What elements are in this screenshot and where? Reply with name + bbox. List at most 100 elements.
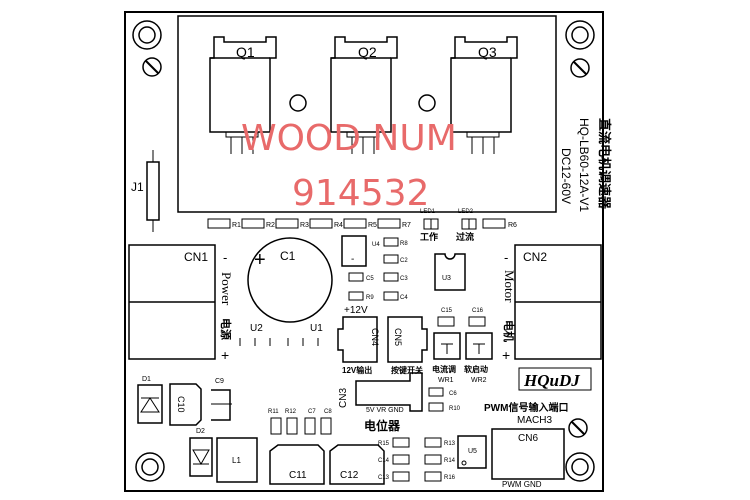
passives-u4: R8 C2 C5 C3 R9 C4 bbox=[348, 237, 408, 301]
regulator-u2: U2 bbox=[239, 323, 271, 346]
heatsink-area bbox=[177, 15, 557, 213]
screw-icon-right bbox=[570, 58, 590, 78]
watermark-line1: WOOD NUM bbox=[241, 118, 457, 159]
label-r4: R4 bbox=[334, 222, 343, 229]
board-outline bbox=[124, 11, 604, 492]
svg-text:R16: R16 bbox=[444, 475, 456, 481]
svg-text:R13: R13 bbox=[444, 441, 456, 447]
svg-text:CN2: CN2 bbox=[523, 250, 547, 264]
mounting-hole-br bbox=[565, 452, 595, 482]
motor-label: Motor bbox=[502, 270, 517, 303]
svg-text:C7: C7 bbox=[308, 409, 316, 415]
svg-text:C14: C14 bbox=[378, 458, 390, 464]
svg-text:R11: R11 bbox=[268, 409, 279, 415]
motor-label-cn: 电机 bbox=[502, 320, 516, 342]
wr2-label-cn: 软启动 bbox=[464, 364, 488, 374]
screw-icon-bottom bbox=[568, 418, 588, 438]
resistor-row-top: R1 R2 R3 R4 R5 R7 R6 bbox=[207, 218, 517, 229]
svg-text:C6: C6 bbox=[449, 391, 457, 397]
regulator-u1: U1 bbox=[287, 323, 323, 346]
diode-d1: D1 bbox=[137, 376, 163, 424]
diode-d2: D2 bbox=[189, 428, 213, 477]
passives-r15-c13: R15 C14 C13 bbox=[378, 437, 410, 482]
svg-text:U3: U3 bbox=[442, 275, 451, 282]
watermark-line2: 914532 bbox=[292, 173, 429, 214]
svg-text:R9: R9 bbox=[366, 295, 374, 301]
label-r5: R5 bbox=[368, 222, 377, 229]
transistor-q1: Q1 bbox=[209, 36, 277, 154]
svg-text:C16: C16 bbox=[472, 308, 484, 314]
label-q3: Q3 bbox=[478, 44, 497, 60]
svg-text:C13: C13 bbox=[378, 475, 390, 481]
capacitor-c11: C11 bbox=[269, 444, 325, 485]
capacitor-c9: C9 bbox=[211, 378, 232, 421]
connector-cn6: CN6 PWM GND bbox=[491, 428, 565, 489]
svg-text:C12: C12 bbox=[340, 470, 359, 481]
passives-c15-c16: C15 C16 bbox=[437, 308, 486, 327]
svg-text:C5: C5 bbox=[366, 276, 374, 282]
svg-text:R10: R10 bbox=[449, 406, 461, 412]
svg-text:-: - bbox=[351, 254, 354, 265]
svg-text:L1: L1 bbox=[232, 456, 241, 465]
transistor-q3: Q3 bbox=[450, 36, 518, 154]
svg-text:C10: C10 bbox=[176, 396, 186, 413]
passives-c6-r10: C6 R10 bbox=[428, 387, 461, 412]
transistor-q2: Q2 bbox=[330, 36, 398, 154]
label-q2: Q2 bbox=[358, 44, 377, 60]
led2-label-cn: 过流 bbox=[456, 231, 474, 242]
svg-text:U5: U5 bbox=[468, 448, 477, 455]
heatsink-hole-2 bbox=[418, 94, 436, 112]
svg-text:CN3: CN3 bbox=[338, 388, 349, 408]
capacitor-c10: C10 bbox=[169, 383, 202, 426]
trimmer-wr2: 软启动 WR2 bbox=[464, 332, 493, 384]
label-r6: R6 bbox=[508, 222, 517, 229]
svg-text:+: + bbox=[221, 347, 229, 363]
board-model-number: HQ-LB60-12A-V1 bbox=[577, 118, 591, 212]
board-voltage-range: DC12-60V bbox=[559, 148, 573, 204]
label-r1: R1 bbox=[232, 222, 241, 229]
svg-text:C2: C2 bbox=[400, 258, 408, 264]
connector-cn5: CN5 按键开关 bbox=[387, 316, 428, 375]
svg-text:C1: C1 bbox=[280, 249, 296, 263]
mounting-hole-tl bbox=[132, 20, 162, 50]
label-q1: Q1 bbox=[236, 44, 255, 60]
led1-label-cn: 工作 bbox=[420, 231, 438, 242]
ic-u5: U5 bbox=[457, 435, 487, 469]
svg-text:HQuDJ: HQuDJ bbox=[523, 371, 580, 390]
mounting-hole-tr bbox=[565, 20, 595, 50]
connector-cn2: CN2 - + bbox=[502, 244, 602, 363]
connector-cn3: CN3 5V VR GND 电位器 bbox=[338, 372, 423, 433]
svg-text:R12: R12 bbox=[285, 409, 297, 415]
svg-text:+: + bbox=[254, 249, 266, 271]
svg-text:-: - bbox=[504, 250, 508, 265]
led-2: LED2 过流 bbox=[456, 209, 477, 242]
cn4-label-cn: 12V输出 bbox=[342, 365, 372, 375]
svg-text:5V VR GND: 5V VR GND bbox=[366, 407, 404, 414]
svg-text:+: + bbox=[502, 347, 510, 363]
capacitor-c12: C12 bbox=[329, 444, 385, 485]
svg-text:D1: D1 bbox=[142, 376, 151, 383]
pwm-input-label-cn: PWM信号输入端口 bbox=[484, 401, 568, 414]
svg-text:LED1: LED1 bbox=[420, 209, 436, 215]
brand-logo: HQuDJ bbox=[518, 367, 592, 391]
svg-text:R8: R8 bbox=[400, 241, 408, 247]
screw-icon-left bbox=[142, 57, 162, 77]
label-j1: J1 bbox=[131, 180, 144, 194]
svg-text:WR1: WR1 bbox=[438, 377, 454, 384]
connector-cn1: CN1 - + bbox=[128, 244, 229, 363]
ic-u3: U3 bbox=[434, 253, 466, 291]
power-label: Power bbox=[219, 272, 234, 306]
svg-text:U1: U1 bbox=[310, 323, 323, 334]
capacitor-c1: + C1 bbox=[247, 237, 333, 323]
connector-cn4: CN4 12V输出 bbox=[337, 316, 380, 375]
svg-text:C9: C9 bbox=[215, 378, 224, 385]
svg-text:LED2: LED2 bbox=[458, 209, 474, 215]
cn3-label-cn: 电位器 bbox=[364, 418, 401, 433]
power-label-cn: 电源 bbox=[219, 318, 233, 340]
svg-text:D2: D2 bbox=[196, 428, 205, 435]
ic-u4: U4 - bbox=[341, 235, 380, 267]
svg-text:C15: C15 bbox=[441, 308, 453, 314]
svg-text:R14: R14 bbox=[444, 458, 456, 464]
svg-text:CN1: CN1 bbox=[184, 250, 208, 264]
